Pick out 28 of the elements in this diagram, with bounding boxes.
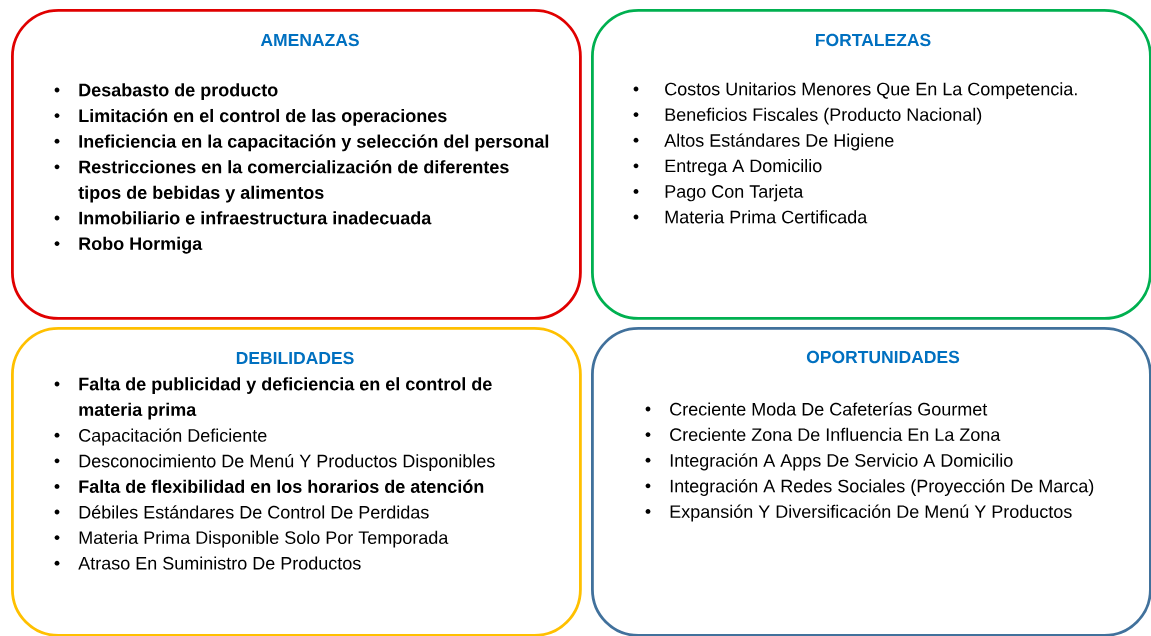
bullet-item: Capacitación Deficiente (54, 428, 267, 446)
bullet-item: Limitación en el control de las operaciones (54, 108, 447, 126)
bullet-item: Falta de publicidad y deficiencia en el control de materia prima (54, 377, 492, 420)
section-heading: DEBILIDADES (236, 351, 354, 365)
bullet-item: Costos Unitarios Menores Que En La Competencia. (633, 82, 1077, 99)
bullet-item: Integración A Redes Sociales (Proyección De Marca) (645, 479, 1094, 496)
bullet-item: Restricciones en la comercialización de diferentes tipos de bebidas y alimentos (54, 160, 509, 203)
bullet-item: Ineficiencia en la capacitación y selección del personal (54, 134, 549, 152)
section-heading: AMENAZAS (260, 33, 359, 47)
bullet-item: Desconocimiento De Menú Y Productos Disponibles (54, 454, 495, 471)
bullet-item: Beneficios Fiscales (Producto Nacional) (633, 107, 982, 125)
bullet-item: Entrega A Domicilio (633, 159, 822, 176)
bullet-item: Falta de flexibilidad en los horarios de atención (54, 479, 484, 493)
bullet-item: Expansión Y Diversificación De Menú Y Productos (645, 504, 1072, 522)
bullet-item: Inmobiliario e infraestructura inadecuada (54, 211, 432, 225)
bullet-item: Altos Estándares De Higiene (633, 133, 894, 151)
section-heading: OPORTUNIDADES (806, 350, 960, 364)
bullet-item: Materia Prima Certificada (633, 210, 868, 224)
bullet-item: Materia Prima Disponible Solo Por Temporada (54, 530, 449, 548)
bullet-item: Creciente Moda De Cafeterías Gourmet (645, 402, 988, 416)
section-heading: FORTALEZAS (816, 33, 931, 47)
bullet-item: Pago Con Tarjeta (633, 184, 804, 202)
bullet-item: Integración A Apps De Servicio A Domicilio (645, 453, 1013, 471)
bullet-item: Robo Hormiga (54, 236, 203, 254)
bullet-item: Atraso En Suministro De Productos (54, 556, 361, 570)
bullet-item: Creciente Zona De Influencia En La Zona (645, 427, 1001, 441)
bullet-item: Desabasto de producto (54, 83, 278, 100)
bullet-item: Débiles Estándares De Control De Perdidas (54, 505, 429, 519)
